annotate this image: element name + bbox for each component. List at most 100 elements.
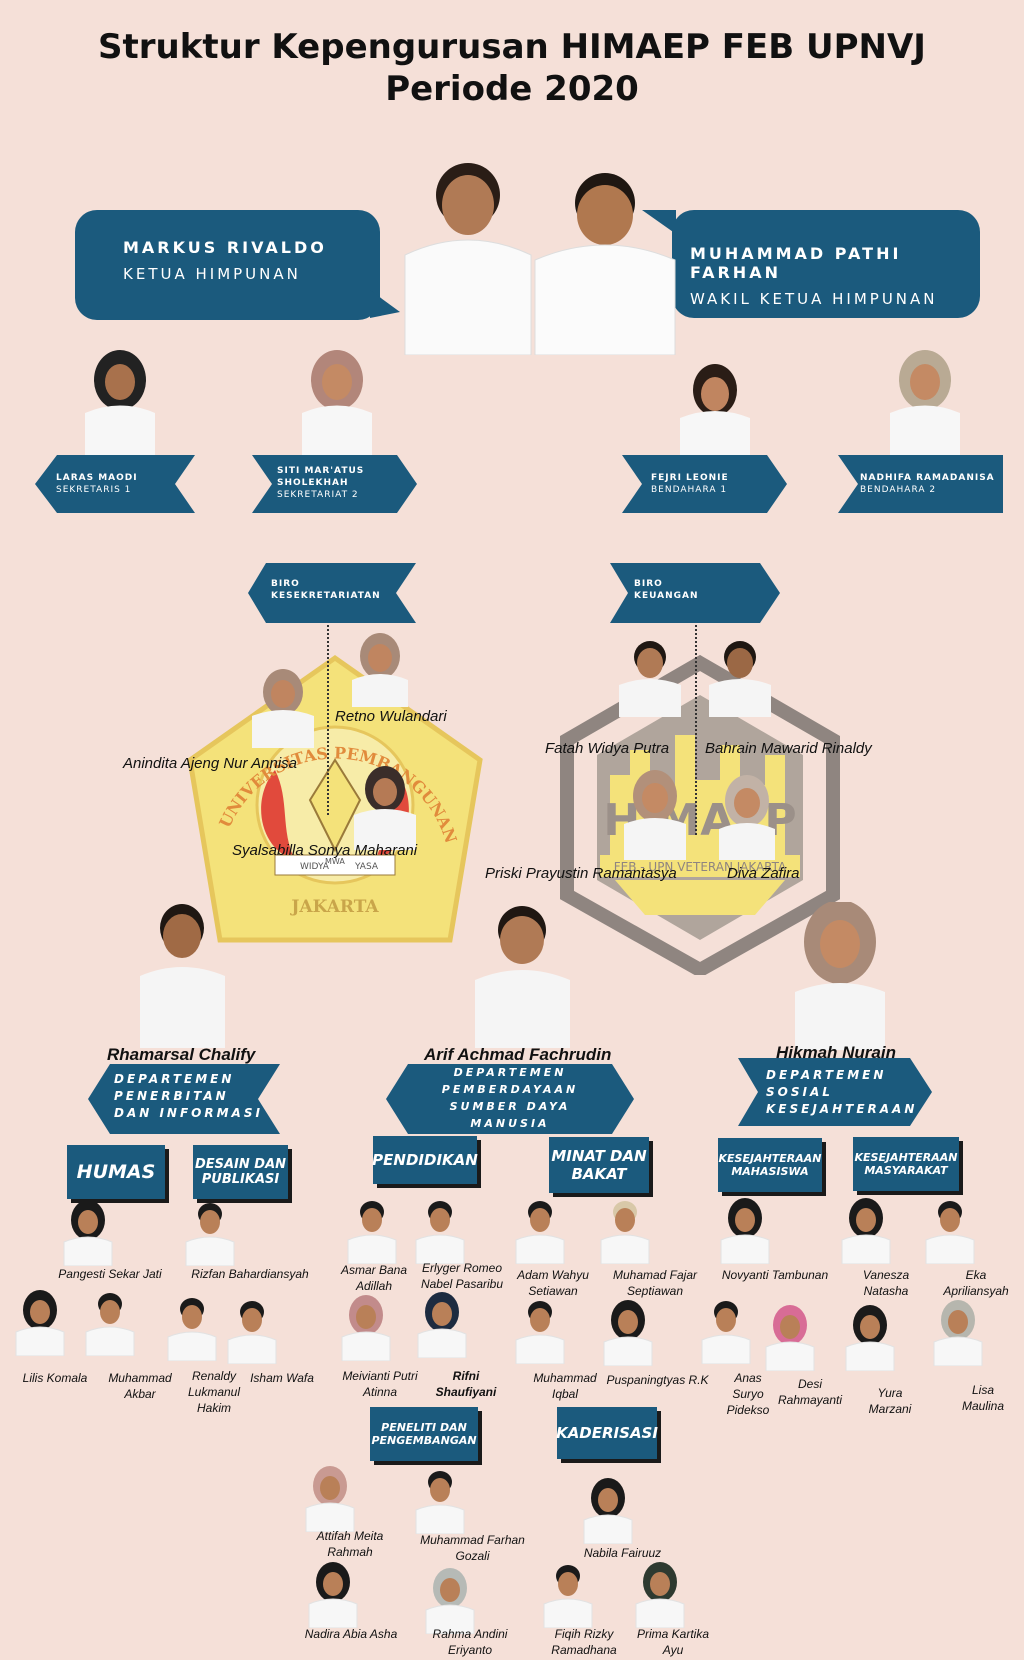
biro-photo-priski [624,770,686,860]
biro-sekretariat-divider [327,625,329,815]
member-photo-19 [765,1305,815,1371]
member-anas: Anas Suryo Pidekso [726,1371,770,1417]
officer-tag-3: FEJRI LEONIE BENDAHARA 1 [651,472,729,496]
dept-head-sosial: Hikmah Nurain [776,1043,896,1062]
member-photo-22 [305,1466,355,1532]
ketua-bubble-tail [370,290,400,318]
biro-keuangan-shape [610,563,780,623]
upn-ribbon-2: MWA [325,857,345,866]
member-photo-5 [167,1298,217,1361]
biro-keuangan-divider [695,625,697,835]
himaep-logo-subtext: FEB - UPN VETERAN JAKARTA [614,860,787,874]
member-prima: Prima Kartika Ayu [636,1627,710,1657]
officer-name-2b: SHOLEKHAH [277,478,349,488]
member-photo-18 [701,1301,751,1364]
wakil-bubble-tail [642,210,676,234]
biro-photo-bahrain [709,641,771,717]
member-photo-16 [841,1198,891,1264]
officer-tag-2: SITI MAR'ATUS SHOLEKHAH SEKRETARIAT 2 [277,465,364,501]
biro-keuangan-tag: BIRO KEUANGAN [634,579,699,601]
wakil-photo [534,173,676,355]
member-nadira: Nadira Abia Asha [304,1627,398,1641]
member-nabila: Nabila Fairuuz [583,1546,662,1560]
member-photo-11 [515,1201,565,1264]
biro-photo-retno [352,633,408,707]
member-photo-6 [227,1301,277,1364]
member-farhan: Muhammad Farhan Gozali [420,1533,525,1563]
member-iqbal: Muhammad Iqbal [533,1371,597,1401]
member-erlyger: Erlyger Romeo Nabel Pasaribu [420,1261,504,1291]
member-vanesza: Vanesza Natasha [862,1268,910,1298]
officer-name-1: LARAS MAODI [56,473,138,483]
member-photo-24 [308,1562,358,1628]
officer-name-3: FEJRI LEONIE [651,473,729,483]
officer-tag-3-shape [622,455,787,513]
officer-role-1: SEKRETARIS 1 [56,485,132,495]
dept-psi-shape [88,1064,280,1134]
officer-name-4: NADHIFA RAMADANISA [860,473,995,483]
member-photo-17 [925,1201,975,1264]
member-pangesti: Pangesti Sekar Jati [58,1267,162,1281]
wakil-bubble: MUHAMMAD PATHI FARHAN WAKIL KETUA HIMPUN… [672,210,980,318]
officer-tag-4-shape [838,455,1003,513]
member-photo-13 [515,1301,565,1364]
member-renaldy: Renaldy Lukmanul Hakim [187,1369,241,1415]
officer-photo-2 [302,350,372,456]
page-title: Struktur Kepengurusan HIMAEP FEB UPNVJ P… [98,27,926,109]
member-photo-7 [347,1201,397,1264]
biro-photo-diva [719,775,775,860]
member-photo-15 [720,1198,770,1264]
biro-photo-fatah [619,641,681,717]
officer-tag-1: LARAS MAODI SEKRETARIS 1 [56,472,138,496]
member-photo-10 [417,1292,467,1358]
upn-ribbon-3: YASA [354,862,379,872]
member-photo-4 [85,1293,135,1356]
dept-sosial-shape [738,1058,932,1126]
dept-head-photo-psi [140,904,225,1048]
upn-city: JAKARTA [289,897,379,917]
dept-head-psi: Rhamarsal Chalify [107,1045,256,1064]
officer-role-2: SEKRETARIAT 2 [277,490,359,500]
ketua-bubble: MARKUS RIVALDO KETUA HIMPUNAN [75,210,380,320]
biro-member-bahrain: Bahrain Mawarid Rinaldy [705,740,872,757]
member-photo-25 [425,1568,475,1634]
member-photo-3 [15,1290,65,1356]
biro-member-anindita: Anindita Ajeng Nur Annisa [123,755,297,772]
member-photo-2 [185,1203,235,1266]
officer-photo-1 [85,350,155,456]
member-rizfan: Rizfan Bahardiansyah [191,1267,309,1281]
officer-tag-1-shape [35,455,195,513]
member-photo-1 [63,1200,113,1266]
officer-tag-2-shape [252,455,417,513]
member-photo-12 [600,1201,650,1264]
member-photo-14 [603,1300,653,1366]
member-lisa: Lisa Maulina [961,1383,1005,1413]
officer-tag-4: NADHIFA RAMADANISA BENDAHARA 2 [860,472,995,496]
member-adam: Adam Wahyu Setiawan [517,1268,589,1298]
officer-role-3: BENDAHARA 1 [651,485,728,495]
dept-psdm-label: DEPARTEMEN PEMBERDAYAAN SUMBER DAYA MANU… [441,1066,579,1130]
member-photo-9 [341,1295,391,1361]
biro-sekretariat-tag: BIRO KESEKRETARIATAN [271,579,381,601]
dept-head-psdm: Arif Achmad Fachrudin [424,1045,612,1064]
biro-member-retno: Retno Wulandari [335,708,447,725]
upn-ribbon-1: WIDYA [300,862,330,872]
biro-photo-anindita [252,669,314,748]
ketua-name: MARKUS RIVALDO [123,238,327,257]
member-fiqih: Fiqih Rizky Ramadhana [551,1627,617,1657]
member-lilis: Lilis Komala [22,1371,88,1385]
member-photo-20 [845,1305,895,1371]
member-photo-8 [415,1201,465,1264]
member-photo-26 [583,1478,633,1544]
dept-sosial-label: DEPARTEMEN SOSIAL KESEJAHTERAAN [766,1068,918,1116]
member-akbar: Muhammad Akbar [108,1371,172,1401]
member-meivianti: Meivianti Putri Atinna [342,1369,418,1399]
member-photo-23 [415,1471,465,1534]
biro-member-syalsabilla: Syalsabilla Sonya Maharani [232,842,418,859]
member-photo-28 [635,1562,685,1628]
ketua-role: KETUA HIMPUNAN [123,265,301,283]
